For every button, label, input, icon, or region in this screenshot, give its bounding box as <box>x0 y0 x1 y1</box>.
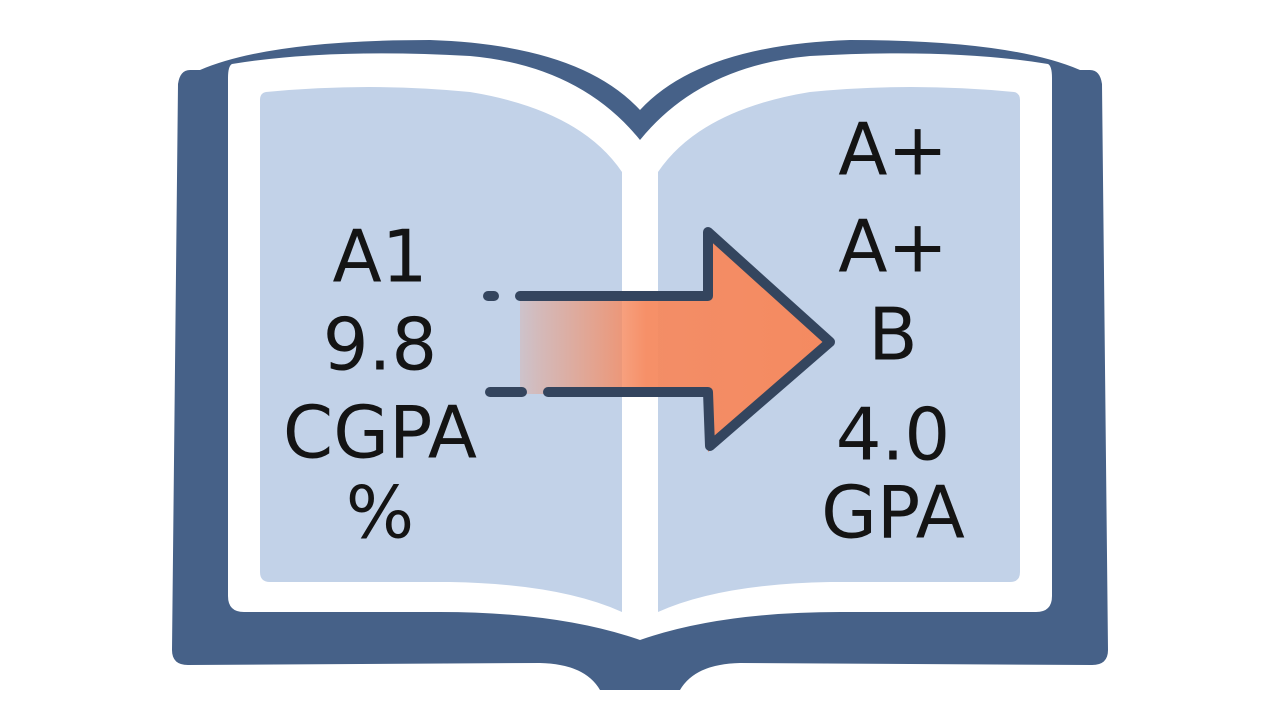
right-page <box>658 87 1020 612</box>
right-item-1: A+ <box>838 108 948 192</box>
right-item-4: 4.0 <box>836 393 951 477</box>
right-page-items: A+ A+ B 4.0 GPA <box>821 108 965 555</box>
right-item-2: A+ <box>838 205 948 289</box>
left-item-4: % <box>346 471 414 555</box>
arrow-outline <box>515 227 835 451</box>
left-page <box>260 87 622 612</box>
left-item-2: 9.8 <box>323 303 438 387</box>
left-page-items: A1 9.8 CGPA % <box>283 215 477 555</box>
arrow-right-icon <box>483 227 835 452</box>
right-item-3: B <box>868 293 917 377</box>
right-item-5: GPA <box>821 471 965 555</box>
left-item-1: A1 <box>332 215 427 299</box>
arrow-body <box>520 232 828 452</box>
left-item-3: CGPA <box>283 391 477 475</box>
